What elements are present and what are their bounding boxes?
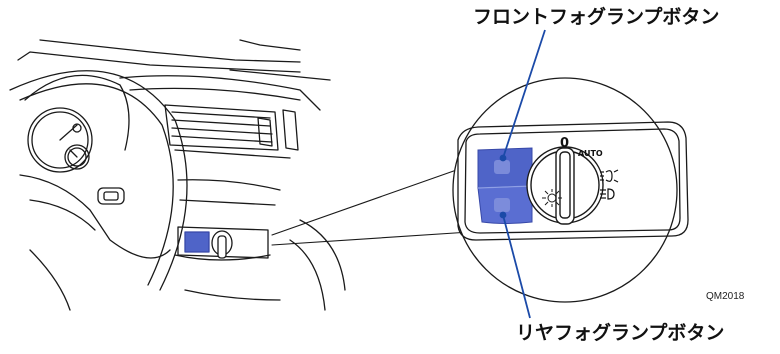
- figure-code: QM2018: [706, 291, 745, 302]
- instrument-cluster: [27, 107, 93, 173]
- front-fog-lamp-button-label: フロントフォグランプボタン: [473, 6, 720, 28]
- position-off-label: 0: [560, 136, 569, 151]
- front-fog-callout-line: [502, 29, 546, 159]
- rear-fog-lamp-icon: [494, 198, 510, 212]
- steering-wheel: [9, 70, 188, 311]
- light-switch-panel-small: [177, 226, 269, 259]
- light-switch-knob[interactable]: [526, 146, 604, 225]
- fog-lamp-buttons: [477, 147, 533, 224]
- front-fog-lamp-icon: [494, 160, 510, 174]
- low-beam-icon: [600, 169, 619, 183]
- light-switch-panel: [457, 121, 689, 241]
- callout-lines: [499, 29, 546, 319]
- dashboard-overview: [9, 39, 471, 311]
- center-vent: [164, 104, 299, 151]
- rear-fog-lamp-button-label: リヤフォグランプボタン: [516, 322, 725, 344]
- headlight-icon: [600, 188, 615, 200]
- zoom-circle: 0 AUTO: [452, 77, 689, 303]
- position-auto-label: AUTO: [578, 149, 603, 158]
- parking-light-icon: [542, 189, 562, 207]
- rear-fog-callout-line: [502, 214, 531, 319]
